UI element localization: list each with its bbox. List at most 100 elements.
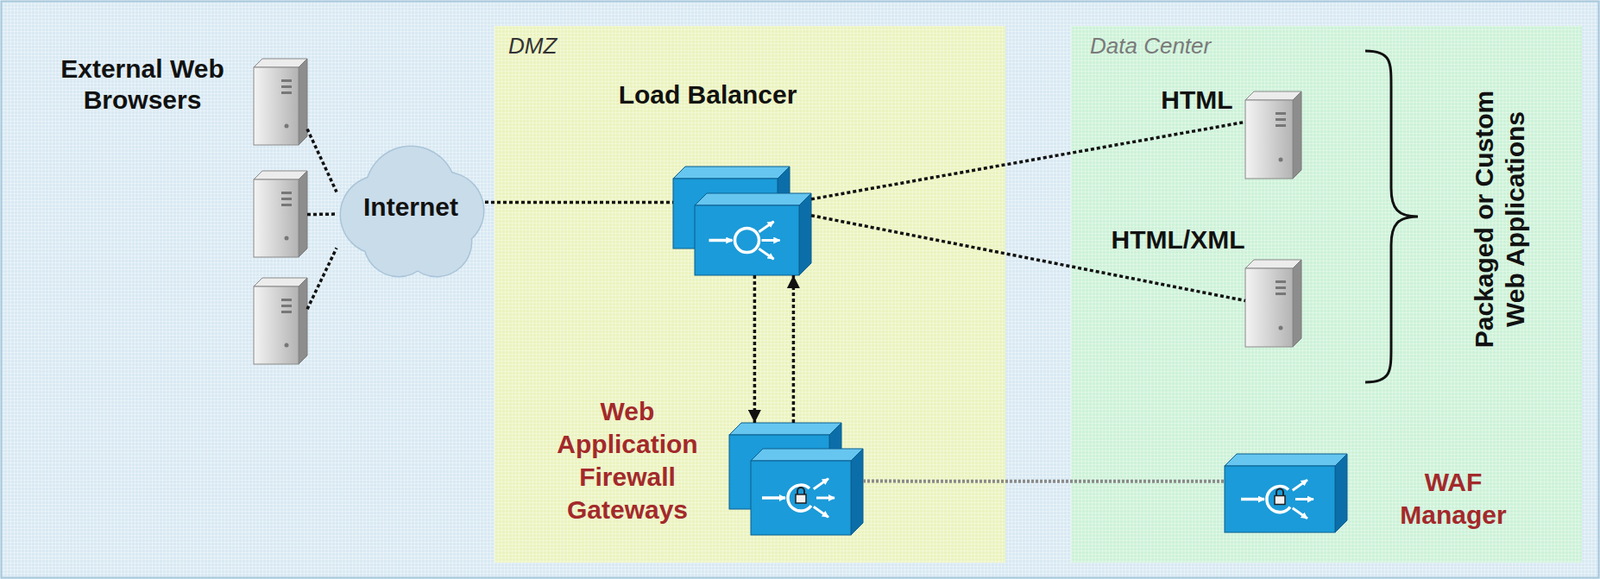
symbol-arrow	[1292, 508, 1308, 519]
server-side	[298, 170, 308, 258]
balancer-symbol	[735, 228, 760, 253]
symbol-arrow	[1240, 497, 1265, 502]
lock-body	[795, 494, 807, 504]
server-slot	[1275, 292, 1286, 296]
node-label: HTML/XML	[1085, 224, 1271, 256]
label-box: HTML	[1149, 84, 1245, 116]
node-label: WAF Manager	[1379, 466, 1528, 532]
symbol-arrow	[813, 478, 829, 490]
server-top	[1245, 91, 1302, 101]
server-slot	[1275, 124, 1286, 127]
symbol-arrow	[758, 221, 774, 233]
server-slot	[281, 203, 292, 207]
server-top	[253, 170, 308, 180]
device-top	[673, 166, 790, 179]
server-slot	[281, 79, 292, 82]
server-light	[284, 343, 290, 348]
device-top	[729, 422, 842, 435]
dotted-connector	[307, 212, 337, 216]
load-balancer-icon	[673, 166, 812, 276]
server-top	[1245, 259, 1302, 269]
label-box: Web Application Firewall Gateways	[541, 395, 713, 527]
dotted-connector	[862, 479, 1225, 484]
server-top	[253, 58, 308, 68]
server-top	[253, 277, 308, 287]
firewall-gateway: Web Application Firewall Gateways	[729, 422, 863, 536]
server-slot	[1275, 112, 1286, 115]
group-label: Packaged or Custom Web Applications	[1468, 72, 1531, 366]
symbol-arrow	[758, 248, 774, 259]
device-top	[750, 448, 863, 461]
server-slot	[1275, 280, 1286, 284]
device-top	[694, 193, 812, 206]
server-slot	[281, 85, 292, 89]
server-slot	[281, 310, 292, 314]
device-front	[694, 205, 800, 276]
device-front	[1224, 466, 1336, 533]
symbol-arrow	[816, 497, 835, 500]
symbol-arrow	[813, 506, 829, 517]
symbol-arrow	[1292, 479, 1308, 491]
device-side	[850, 448, 863, 536]
node-label: Internet	[363, 191, 459, 223]
load-balancer: Load Balancer	[673, 166, 812, 276]
dotted-connector	[307, 128, 337, 192]
server-slot	[281, 298, 292, 302]
label-box: WAF Manager	[1379, 466, 1528, 532]
label-box: Data Center	[1089, 32, 1306, 59]
lock-shackle	[797, 487, 805, 495]
server-front	[253, 67, 299, 145]
symbol-arrow	[1295, 497, 1314, 501]
symbol-arrow	[762, 496, 786, 500]
app-server-icon	[1245, 91, 1302, 179]
browser-servers-icon	[253, 58, 308, 365]
waf-manager: WAF Manager	[1224, 453, 1348, 533]
firewall-symbol	[1266, 486, 1291, 513]
server-slot	[1275, 286, 1286, 290]
zone-title: DMZ	[508, 32, 681, 59]
app-server: HTML/XML	[1245, 259, 1302, 347]
server-front	[1245, 100, 1293, 179]
server-front	[253, 179, 299, 258]
cloud-fill	[363, 173, 459, 269]
server-slot	[281, 91, 292, 95]
server-light	[284, 124, 290, 129]
symbol-arrow	[762, 239, 781, 242]
label-box: DMZ	[508, 32, 681, 59]
server-front	[253, 286, 299, 365]
internet-cloud: Internet	[336, 132, 486, 281]
server-light	[1278, 157, 1284, 163]
server-light	[1278, 326, 1284, 331]
firewall-symbol	[787, 485, 812, 511]
label-box: External Web Browsers	[34, 53, 251, 116]
symbol-arrow	[709, 239, 733, 243]
lock-body	[1274, 496, 1286, 505]
server-light	[284, 236, 290, 241]
device-side	[799, 193, 812, 276]
device-top	[1224, 453, 1348, 467]
waf-manager-icon	[1224, 453, 1348, 533]
server-side	[1292, 259, 1302, 347]
device-side	[1335, 453, 1348, 533]
server-slot	[1275, 118, 1286, 121]
node-label: HTML	[1149, 84, 1245, 116]
zone-title: Data Center	[1089, 32, 1306, 59]
dotted-connector	[307, 247, 337, 309]
label-box: HTML/XML	[1085, 224, 1271, 256]
device-front	[750, 460, 851, 536]
app-server: HTML	[1245, 91, 1302, 179]
server-front	[1245, 268, 1293, 347]
browser-servers: External Web Browsers	[253, 58, 308, 365]
server-side	[1292, 91, 1302, 179]
label-box: Load Balancer	[595, 79, 820, 111]
node-label: Web Application Firewall Gateways	[541, 395, 713, 527]
firewall-gateway-icon	[729, 422, 863, 536]
server-slot	[281, 191, 292, 195]
server-slot	[281, 304, 292, 308]
server-slot	[281, 197, 292, 201]
node-label: Load Balancer	[595, 79, 820, 111]
